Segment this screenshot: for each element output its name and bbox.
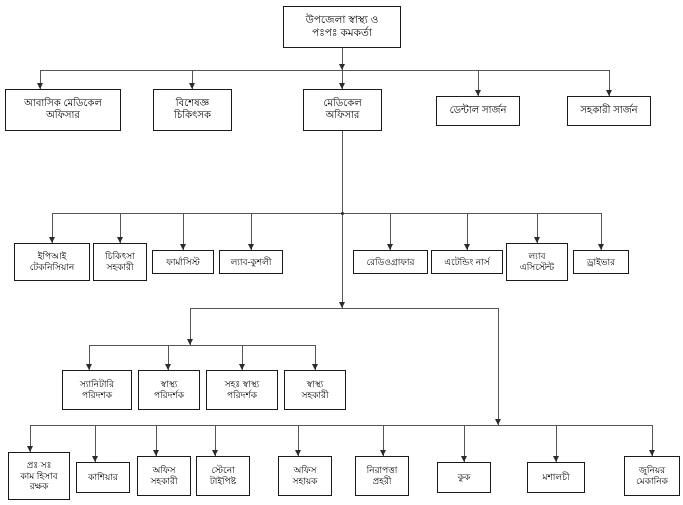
arrow-lab-technician	[247, 244, 254, 250]
arrow-cashier	[91, 456, 98, 462]
node-radiographer[interactable]: রেডিওগ্রাফার	[353, 250, 428, 274]
arrow-sanitary-inspector	[85, 364, 92, 370]
node-pharmacist[interactable]: ফার্মাসিস্ট	[152, 250, 214, 274]
node-steno-typist[interactable]: স্টেনো টাইপিষ্ট	[196, 456, 250, 496]
connector-drop-asst-surgeon	[609, 70, 610, 96]
arrow-health-assistant	[311, 364, 318, 370]
node-junior-mechanic[interactable]: জুনিয়র মেকানিক	[624, 456, 680, 496]
connector-drop-pharmacist	[183, 213, 184, 250]
arrow-consultant	[188, 83, 195, 89]
node-health-inspector[interactable]: স্বাস্থ্য পরিদর্শক	[138, 370, 200, 410]
connector-drop-office-assistant	[156, 425, 157, 456]
connector-drop-health-assistant	[315, 345, 316, 370]
arrow-medical-asst	[116, 237, 123, 243]
arrow-office-helper	[294, 450, 301, 456]
node-medical-officer[interactable]: মেডিকেল অফিসার	[303, 89, 382, 131]
arrow-health-inspector	[164, 364, 171, 370]
arrow-masalchi	[552, 456, 559, 462]
connector-mo-stem	[342, 131, 343, 308]
connector-drop-health-inspector	[168, 345, 169, 370]
arrow-mo-to-level4-bus	[338, 302, 345, 308]
arrow-medical-officer	[338, 83, 345, 89]
node-office-assistant[interactable]: অফিস সহকারী	[137, 456, 191, 496]
node-office-helper[interactable]: অফিস সহায়ক	[278, 456, 332, 496]
connector-drop-cashier	[95, 425, 96, 462]
node-sanitary-inspector[interactable]: স্যানিটারি পরিদশক	[62, 370, 132, 410]
node-dental-surgeon[interactable]: ডেন্টাল সার্জন	[436, 96, 520, 126]
connector-drop-medical-asst	[120, 213, 121, 243]
arrow-branch-left	[186, 339, 193, 345]
arrow-security-guard	[379, 450, 386, 456]
arrow-junior-mechanic	[648, 450, 655, 456]
connector-drop-lab-technician	[251, 213, 252, 250]
node-lab-technician[interactable]: ল্যাব-কুশলী	[219, 250, 283, 274]
node-security-guard[interactable]: নিরাপত্তা প্রহরী	[355, 456, 409, 496]
arrow-root-to-bus	[338, 64, 345, 70]
connector-branch-left	[190, 308, 191, 345]
node-assistant-health-inspector[interactable]: সহঃ স্বাস্থ্য পরিদর্শক	[206, 370, 278, 410]
connector-drop-medical-officer	[342, 70, 343, 89]
arrow-branch-right	[494, 419, 501, 425]
connector-drop-steno-typist	[215, 425, 216, 456]
arrow-rmo	[36, 83, 43, 89]
arrow-asst-surgeon	[605, 90, 612, 96]
arrow-epi	[48, 237, 55, 243]
connector-branch-right	[498, 308, 499, 425]
connector-drop-cook	[464, 425, 465, 462]
node-lab-assistant[interactable]: ল্যাব এসিস্টেন্ট	[506, 243, 568, 281]
arrow-dental-surgeon	[474, 90, 481, 96]
node-attending-nurse[interactable]: এটেন্ডিং নার্স	[431, 250, 503, 274]
connector-bus-level3	[52, 213, 601, 214]
arrow-radiographer	[386, 244, 393, 250]
node-epi-technician[interactable]: ইপিআই টেকনিসিয়ান	[14, 243, 90, 281]
connector-drop-junior-mechanic	[652, 425, 653, 456]
arrow-pharmacist	[179, 244, 186, 250]
node-store-keeper-cum-accountant[interactable]: প্রঃ সঃ কাম হিসাব রক্ষক	[8, 452, 70, 500]
arrow-driver	[597, 244, 604, 250]
connector-drop-store-keeper	[30, 425, 31, 452]
connector-drop-epi	[52, 213, 53, 243]
arrow-store-keeper	[26, 446, 33, 452]
node-driver[interactable]: ড্রাইভার	[573, 250, 629, 274]
connector-bus-level2	[40, 70, 610, 71]
node-medical-assistant[interactable]: চিকিৎসা সহকারী	[93, 243, 147, 281]
connector-drop-masalchi	[556, 425, 557, 462]
connector-drop-radiographer	[390, 213, 391, 250]
connector-drop-attending-nurse	[467, 213, 468, 250]
node-assistant-surgeon[interactable]: সহকারী সার্জন	[567, 96, 651, 126]
connector-drop-rmo	[40, 70, 41, 89]
node-resident-medical-officer[interactable]: আবাসিক মেডিকেল অফিসার	[5, 89, 121, 131]
connector-drop-asst-health-inspector	[242, 345, 243, 370]
node-cashier[interactable]: কাশিয়ার	[76, 462, 130, 493]
connector-bus-level4-lower	[89, 345, 315, 346]
arrow-lab-assistant	[533, 237, 540, 243]
arrow-asst-health-inspector	[238, 364, 245, 370]
node-cook[interactable]: কুক	[437, 462, 491, 493]
junction-dot-level3	[340, 211, 344, 215]
connector-drop-consultant	[192, 70, 193, 89]
arrow-office-assistant	[152, 450, 159, 456]
connector-drop-sanitary-inspector	[89, 345, 90, 370]
node-masalchi[interactable]: মশালচী	[527, 462, 585, 493]
node-consultant-physician[interactable]: বিশেষজ্ঞ চিকিৎসক	[153, 89, 232, 131]
connector-root-stem	[342, 48, 343, 70]
connector-bus-level4-upper	[190, 308, 499, 309]
arrow-steno-typist	[211, 450, 218, 456]
connector-drop-driver	[601, 213, 602, 250]
arrow-cook	[460, 456, 467, 462]
connector-drop-lab-assistant	[537, 213, 538, 243]
arrow-attending-nurse	[463, 244, 470, 250]
connector-bus-level5	[30, 425, 652, 426]
connector-drop-dental-surgeon	[478, 70, 479, 96]
connector-drop-office-helper	[298, 425, 299, 456]
connector-drop-security-guard	[383, 425, 384, 456]
node-upazila-health-family-planning-officer[interactable]: উপজেলা স্বাস্থ্য ও পঃপঃ কমকর্তা	[283, 6, 401, 48]
node-health-assistant[interactable]: স্বাস্থ্য সহকারী	[284, 370, 346, 410]
